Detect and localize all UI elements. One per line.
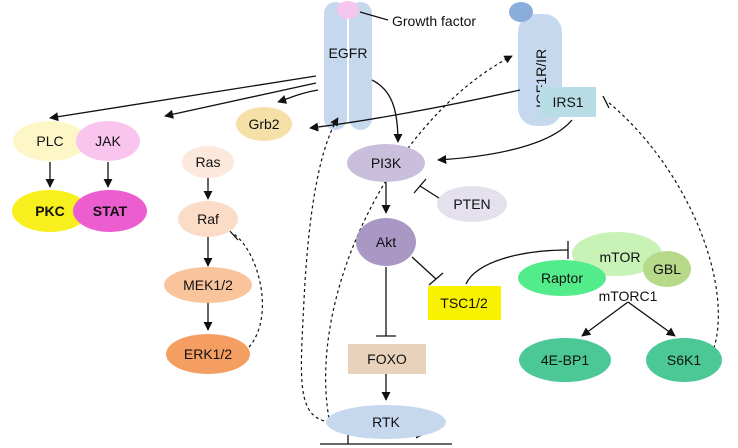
mek-node	[164, 267, 252, 303]
edge-egfr-jak	[164, 82, 317, 119]
edge-egfr-plc	[49, 75, 317, 122]
nodes: PLC PKC JAK STAT Grb2 Ras Raf MEK1/2 ERK…	[12, 107, 722, 439]
plc-label: PLC	[36, 133, 63, 149]
tsc-label: TSC1/2	[440, 295, 488, 311]
4ebp1-label: 4E-BP1	[541, 352, 589, 368]
gbl-label: GBL	[653, 261, 681, 277]
ras-node	[182, 146, 234, 178]
rtk-node	[326, 405, 446, 439]
pi3k-label: PI3K	[371, 155, 402, 171]
edge-akt-tsc-bar	[428, 272, 444, 286]
egfr-right-chain	[349, 2, 372, 130]
growth-factor-pointer	[359, 11, 389, 21]
edge-erk-raf-feedback	[233, 233, 263, 356]
edge-akt-tsc-inhibit	[411, 256, 437, 280]
edge-s6k1-irs1-bar	[602, 95, 610, 109]
pten-label: PTEN	[453, 196, 490, 212]
mek-label: MEK1/2	[183, 277, 233, 293]
rtk-label: RTK	[372, 414, 400, 430]
4ebp1-node	[519, 338, 611, 382]
edge-pten-pi3k-bar	[413, 178, 427, 194]
grb2-label: Grb2	[248, 116, 279, 132]
s6k1-label: S6K1	[667, 352, 701, 368]
stat-node	[73, 190, 147, 232]
mtor-node	[572, 232, 662, 276]
pkc-node	[12, 190, 88, 232]
mtorc1-label: mTORC1	[599, 288, 658, 304]
jak-node	[76, 121, 140, 161]
stat-label: STAT	[93, 203, 128, 219]
gbl-node	[643, 251, 691, 287]
irs1-label: IRS1	[552, 94, 583, 110]
raf-label: Raf	[197, 211, 219, 227]
foxo-label: FOXO	[367, 351, 407, 367]
growth-factor-ligand	[337, 1, 359, 19]
growth-factor-label: Growth factor	[392, 13, 476, 29]
egfr-receptor: EGFR	[324, 2, 372, 130]
s6k1-node	[646, 338, 722, 382]
edge-egfr-pi3k	[371, 79, 403, 143]
irs1-node	[540, 87, 596, 117]
edge-irs1-pi3k	[437, 119, 573, 165]
edge-mtorc1-s6k1	[627, 301, 676, 337]
plc-node	[13, 121, 87, 161]
erk-node	[166, 334, 250, 374]
egfr-left-chain	[324, 2, 347, 130]
erk-label: ERK1/2	[184, 346, 232, 362]
tsc-node	[428, 286, 501, 320]
edge-pten-pi3k-inhibit	[419, 185, 443, 201]
pten-node	[437, 186, 507, 222]
edge-egfr-grb2	[277, 89, 319, 104]
foxo-node	[348, 344, 426, 374]
egfr-label: EGFR	[329, 45, 368, 61]
jak-label: JAK	[95, 133, 121, 149]
pkc-label: PKC	[35, 203, 65, 219]
edge-s6k1-irs1-feedback	[607, 101, 719, 355]
ras-label: Ras	[196, 154, 221, 170]
akt-node	[356, 218, 416, 266]
pi3k-node	[347, 144, 425, 182]
raptor-label: Raptor	[541, 270, 583, 286]
edge-tsc-mtor-inhibit	[465, 249, 569, 285]
edges	[45, 55, 719, 445]
raf-node	[178, 201, 238, 237]
raptor-node	[518, 260, 606, 296]
mtor-label: mTOR	[600, 249, 641, 265]
igf1r-ligand	[509, 2, 533, 22]
akt-label: Akt	[376, 234, 396, 250]
edge-igf1r-grb2	[309, 89, 521, 132]
edge-rtk-egfr-feedback	[300, 117, 339, 423]
grb2-node	[236, 107, 292, 141]
edge-mtorc1-4ebp1	[581, 301, 629, 337]
